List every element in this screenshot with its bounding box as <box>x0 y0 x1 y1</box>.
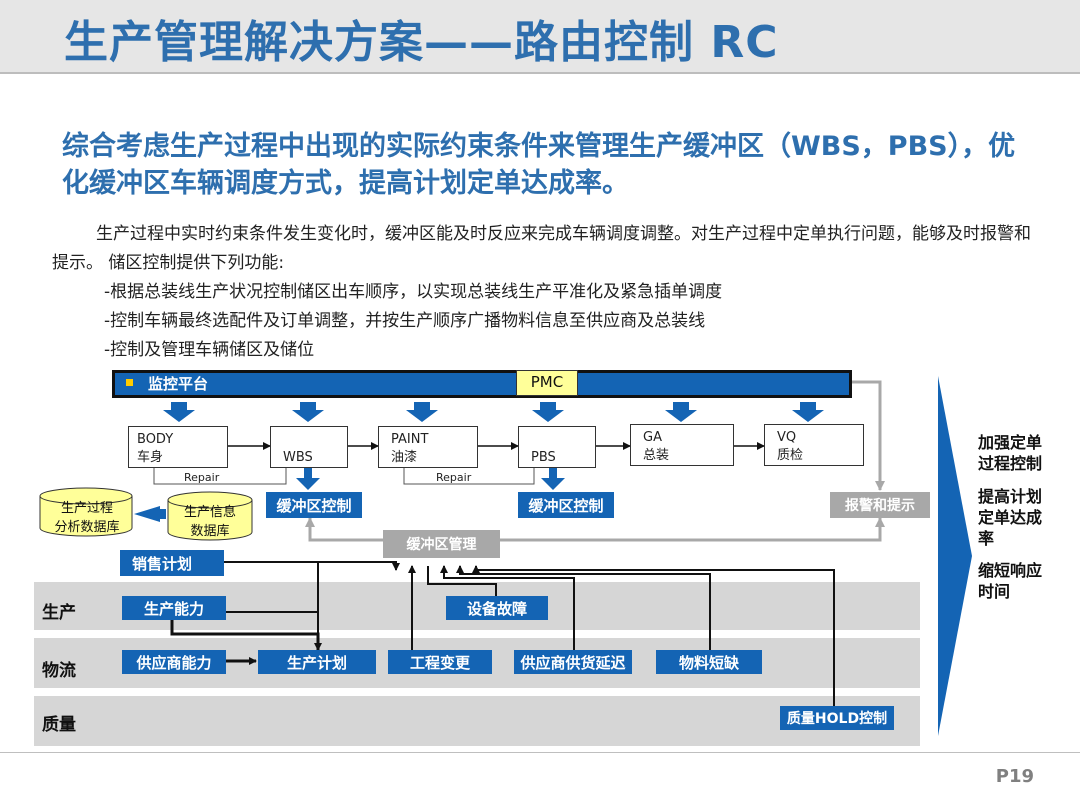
title-divider <box>0 72 1080 74</box>
monitor-down-arrows <box>163 402 824 422</box>
production-capacity-box: 生产能力 <box>122 596 226 620</box>
benefit-arrow <box>938 376 972 736</box>
db-production-analysis: 生产过程 分析数据库 <box>46 499 128 537</box>
stage-paint: PAINT 油漆 <box>378 426 478 468</box>
stage-ga-en: GA <box>643 430 662 445</box>
stage-pbs: PBS <box>518 426 596 468</box>
benefit-1-line1: 加强定单 <box>978 433 1043 452</box>
db-production-line1: 生产过程 <box>60 501 113 516</box>
buffer-control-wbs: 缓冲区控制 <box>266 492 362 518</box>
stage-paint-cn: 油漆 <box>391 450 418 465</box>
equipment-fault-box: 设备故障 <box>446 596 548 620</box>
stage-body: BODY 车身 <box>128 426 228 468</box>
engineering-change-box: 工程变更 <box>388 650 492 674</box>
pmc-box: PMC <box>516 370 578 396</box>
supplier-capacity-box: 供应商能力 <box>122 650 226 674</box>
alarm-box: 报警和提示 <box>830 492 930 518</box>
benefit-3-line1: 缩短响应 <box>978 561 1043 580</box>
stage-ga-cn: 总装 <box>643 448 670 463</box>
benefit-2-line1: 提高计划 <box>978 487 1043 506</box>
repair-label-1: Repair <box>184 471 220 484</box>
monitor-platform-label: 监控平台 <box>148 375 209 393</box>
stage-ga: GA 总装 <box>630 424 734 466</box>
sales-plan-box: 销售计划 <box>120 550 224 576</box>
monitor-platform-bar <box>112 370 852 398</box>
page-number: P19 <box>995 766 1034 787</box>
stage-body-cn: 车身 <box>137 450 164 465</box>
band-label-production: 生产 <box>42 603 76 623</box>
bullet-1: -根据总装线生产状况控制储区出车顺序，以实现总装线生产平准化及紧急插单调度 <box>104 282 723 302</box>
band-label-quality: 质量 <box>42 715 76 735</box>
footer-divider <box>0 752 1080 753</box>
quality-hold-box: 质量HOLD控制 <box>780 706 894 730</box>
benefit-order-control: 加强定单 过程控制 <box>978 432 1042 474</box>
stage-vq-en: VQ <box>777 430 797 445</box>
supplier-delay-box: 供应商供货延迟 <box>514 650 632 674</box>
db-info-line2: 数据库 <box>190 524 230 539</box>
production-plan-box: 生产计划 <box>258 650 376 674</box>
db-info-line1: 生产信息 <box>183 505 236 520</box>
benefit-2-line3: 率 <box>978 529 995 548</box>
database-icons <box>39 487 253 541</box>
stage-body-en: BODY <box>137 432 174 447</box>
bullet-3: -控制及管理车辆储区及储位 <box>104 340 315 360</box>
monitor-bullet-icon <box>126 379 133 386</box>
page-title: 生产管理解决方案——路由控制 RC <box>64 17 779 68</box>
bullet-2: -控制车辆最终选配件及订单调整，并按生产顺序广播物料信息至供应商及总装线 <box>104 311 706 331</box>
stage-wbs: WBS <box>270 426 348 468</box>
benefit-response-time: 缩短响应 时间 <box>978 560 1042 602</box>
stage-pbs-label: PBS <box>531 450 556 465</box>
benefit-2-line2: 定单达成 <box>978 508 1043 527</box>
title-bar <box>0 0 1080 72</box>
benefit-plan-rate: 提高计划 定单达成 率 <box>978 486 1042 549</box>
db-production-info: 生产信息 数据库 <box>172 503 248 541</box>
db-production-line2: 分析数据库 <box>54 520 120 535</box>
buffer-control-pbs: 缓冲区控制 <box>518 492 614 518</box>
benefit-1-line2: 过程控制 <box>978 454 1043 473</box>
body-text: 生产过程中实时约束条件发生变化时，缓冲区能及时反应来完成车辆调度调整。对生产过程… <box>52 220 1042 365</box>
material-shortage-box: 物料短缺 <box>656 650 762 674</box>
buffer-management-box: 缓冲区管理 <box>383 530 500 558</box>
band-quality <box>34 696 920 746</box>
subtitle: 综合考虑生产过程中出现的实际约束条件来管理生产缓冲区（WBS，PBS），优化缓冲… <box>62 131 1016 199</box>
stage-vq-cn: 质检 <box>777 448 804 463</box>
intro-paragraph: 生产过程中实时约束条件发生变化时，缓冲区能及时反应来完成车辆调度调整。对生产过程… <box>52 224 1031 273</box>
repair-label-2: Repair <box>436 471 472 484</box>
stage-wbs-label: WBS <box>283 450 313 465</box>
stage-paint-en: PAINT <box>391 432 429 447</box>
stage-vq: VQ 质检 <box>764 424 864 466</box>
band-label-logistics: 物流 <box>42 661 76 681</box>
benefit-3-line2: 时间 <box>978 582 1011 601</box>
